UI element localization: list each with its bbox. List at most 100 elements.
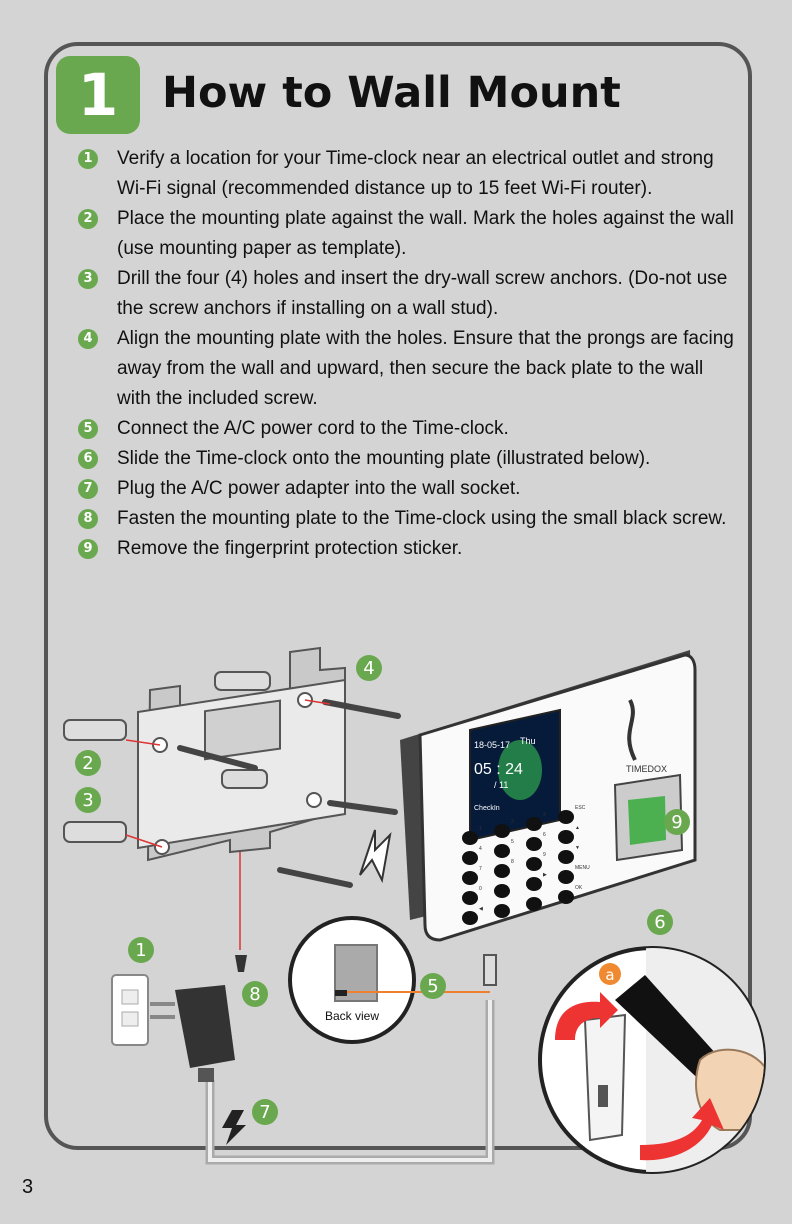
- keypad-key: [526, 897, 542, 911]
- screen-time: 05 : 24: [474, 761, 523, 778]
- keypad-key-label: 2: [511, 819, 514, 825]
- keypad-key: [526, 877, 542, 891]
- keypad-key: [462, 891, 478, 905]
- keypad-key-label: 0: [479, 886, 482, 892]
- step-text: Drill the four (4) holes and insert the …: [117, 268, 728, 319]
- keypad-key: [494, 884, 510, 898]
- callout-badge-label: 4: [363, 658, 374, 679]
- keypad-key: [558, 870, 574, 884]
- callout-badge: [75, 750, 101, 776]
- callout-badges: 4 2 3 9 1 8 5 6 7 a: [75, 655, 690, 1125]
- step-number-badge: 1: [78, 149, 98, 169]
- step-number-badge: 6: [78, 449, 98, 469]
- keypad-key: [494, 904, 510, 918]
- callout-badge: [252, 1099, 278, 1125]
- keypad-key-label: 4: [479, 846, 482, 852]
- step-text: Align the mounting plate with the holes.…: [117, 328, 734, 409]
- keypad-key: [558, 830, 574, 844]
- screw-icon: [177, 699, 401, 888]
- callout-badge: [647, 909, 673, 935]
- time-clock-device: [400, 650, 697, 942]
- step-item: 7 Plug the A/C power adapter into the wal…: [78, 474, 734, 504]
- keypad-key-label: ▼: [575, 845, 580, 851]
- keypad-key: [462, 911, 478, 925]
- step-number-badge: 5: [78, 419, 98, 439]
- keypad-key: [494, 844, 510, 858]
- step-item: 5 Connect the A/C power cord to the Time-…: [78, 414, 734, 444]
- keypad-key: [526, 857, 542, 871]
- step-number-badge: 7: [78, 479, 98, 499]
- brand-logo: TIMEDOX: [626, 764, 667, 774]
- keypad-key: [526, 837, 542, 851]
- step-number-badge: 4: [78, 329, 98, 349]
- keypad-key: [558, 890, 574, 904]
- keypad-key-label: 6: [543, 832, 546, 838]
- callout-badge-label: 2: [82, 753, 93, 774]
- screen-status: CheckIn: [474, 805, 500, 812]
- keypad-key-label: 8: [511, 859, 514, 865]
- callout-badge: [128, 937, 154, 963]
- steps-list: 1 Verify a location for your Time-clock n…: [78, 144, 734, 564]
- keypad-key-label: MENU: [575, 865, 590, 871]
- keypad-key: [558, 850, 574, 864]
- keypad-key-label: ESC: [575, 805, 586, 811]
- keypad-key-label: ▶: [543, 872, 547, 878]
- cable-connector-icon: [483, 954, 497, 986]
- callout-badge: [599, 963, 621, 985]
- step-text: Plug the A/C power adapter into the wall…: [117, 478, 521, 499]
- step-item: 1 Verify a location for your Time-clock n…: [78, 144, 734, 204]
- callout-badge-label: 1: [135, 940, 146, 961]
- callout-badge-label: 8: [249, 984, 260, 1005]
- step-text: Verify a location for your Time-clock ne…: [117, 148, 714, 199]
- screen-date: 18-05-17: [474, 740, 510, 750]
- section-number-badge: 1: [56, 56, 140, 134]
- screen-day: Thu: [520, 736, 536, 746]
- keypad-key: [494, 824, 510, 838]
- step-text: Slide the Time-clock onto the mounting p…: [117, 448, 651, 469]
- keypad-key-label: 1: [479, 826, 482, 832]
- callout-badge-label: 9: [671, 812, 682, 833]
- callout-badge-label: 7: [259, 1102, 270, 1123]
- step-item: 3 Drill the four (4) holes and insert the…: [78, 264, 734, 324]
- callout-badge: [75, 787, 101, 813]
- page-title: How to Wall Mount: [162, 68, 621, 118]
- step-text: Connect the A/C power cord to the Time-c…: [117, 418, 509, 439]
- keypad-key: [462, 851, 478, 865]
- step-number-badge: 2: [78, 209, 98, 229]
- callout-badge-label: 6: [654, 912, 665, 933]
- keypad-key: [526, 817, 542, 831]
- step-text: Place the mounting plate against the wal…: [117, 208, 734, 259]
- callout-badge: [242, 981, 268, 1007]
- callout-badge-label: 3: [82, 790, 93, 811]
- keypad-key-label: 5: [511, 839, 514, 845]
- small-screw-icon: [235, 955, 247, 972]
- step-number-badge: 9: [78, 539, 98, 559]
- keypad-key-label: ◀: [479, 906, 483, 912]
- keypad-key-label: ▲: [575, 825, 580, 831]
- callout-badge: [356, 655, 382, 681]
- keypad-key-label: 3: [543, 812, 546, 818]
- step-number-badge: 8: [78, 509, 98, 529]
- step-item: 2 Place the mounting plate against the wa…: [78, 204, 734, 264]
- keypad-key: [462, 831, 478, 845]
- step-item: 6 Slide the Time-clock onto the mounting …: [78, 444, 734, 474]
- callout-badge-label: a: [605, 966, 614, 984]
- keypad-key-label: OK: [575, 885, 583, 891]
- keypad-key-label: 9: [543, 852, 546, 858]
- page-number: 3: [22, 1176, 34, 1198]
- wall-outlet-icon: [111, 974, 149, 1046]
- callout-badge-label: 5: [427, 976, 438, 997]
- power-bolt-icon: [222, 1110, 246, 1145]
- keypad-key: [462, 871, 478, 885]
- keypad-key-label: 7: [479, 866, 482, 872]
- power-adapter-icon: [175, 985, 235, 1068]
- step-item: 4 Align the mounting plate with the holes…: [78, 324, 734, 414]
- step-item: 9 Remove the fingerprint protection stick…: [78, 534, 734, 564]
- step-text: Remove the fingerprint protection sticke…: [117, 538, 463, 559]
- step-number-badge: 3: [78, 269, 98, 289]
- keypad: 1 2 3 ESC 4 5 6 ▲ 7 8 9 ▼ 0 ▶ MENU ◀ OK: [462, 805, 590, 925]
- screen-date-small: / 11: [494, 780, 508, 790]
- back-view-label: Back view: [325, 1009, 379, 1023]
